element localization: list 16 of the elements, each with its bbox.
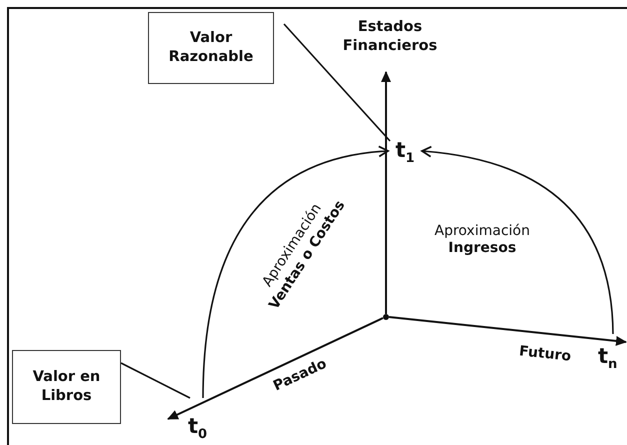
axis-label: Futuro: [518, 343, 572, 366]
curved-arrow: [202, 146, 389, 398]
callout-box: Valor Razonable: [148, 12, 274, 84]
callout-box: Valor en Libros: [12, 350, 121, 424]
axis-title: Estados Financieros: [330, 18, 450, 72]
time-label: t$_{n}$: [594, 334, 626, 376]
axis-arrow: [167, 317, 384, 420]
leader-line: [283, 23, 391, 142]
axis-arrow: [388, 316, 627, 346]
axis-arrow: [381, 71, 391, 314]
edge-label: Aproximación Ingresos: [434, 222, 530, 258]
curved-arrow: [421, 146, 614, 334]
axis-origin-point: [383, 314, 389, 320]
time-label: t$_{0}$: [168, 398, 214, 440]
time-label: t$_{1}$: [390, 140, 420, 168]
leader-line: [120, 362, 190, 399]
